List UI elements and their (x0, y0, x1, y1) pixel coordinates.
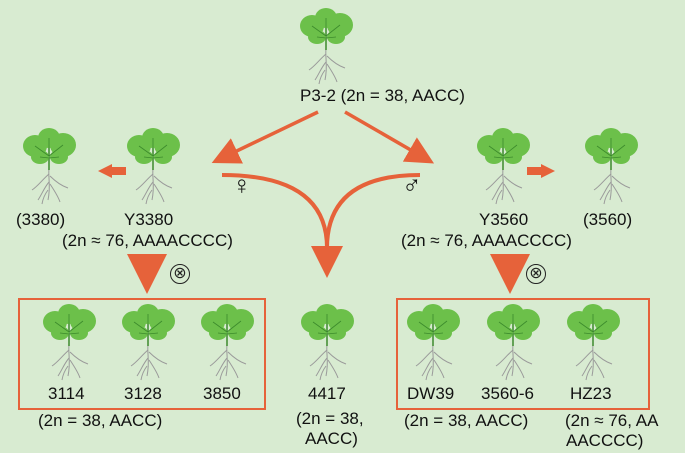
y3380-name: Y3380 (124, 210, 174, 229)
female-symbol: ♀ (232, 170, 252, 200)
plant-icon (38, 302, 102, 382)
plant-icon (472, 126, 536, 206)
arrow-to-y3560 (344, 110, 435, 164)
progeny-label-3114: 3114 (48, 384, 85, 403)
y3560-genome: (2n ≈ 76, AAAACCCC) (401, 231, 572, 250)
plant-icon (482, 302, 546, 382)
plant-icon (562, 302, 626, 382)
progeny-label-3128: 3128 (124, 384, 162, 403)
left-outlier-label: (3380) (16, 210, 66, 229)
parent-label: P3-2 (2n = 38, AACC) (300, 86, 465, 105)
progeny-label-3850: 3850 (203, 384, 241, 403)
arrow-to-3560 (527, 164, 555, 178)
y3560-name: Y3560 (479, 210, 529, 229)
y3380-genome: (2n ≈ 76, AAAACCCC) (62, 231, 233, 250)
cross-merge-arrow (221, 173, 329, 249)
right-outlier-label: (3560) (583, 210, 633, 229)
arrow-to-y3380 (211, 110, 319, 164)
progeny-label-hz23: HZ23 (570, 384, 612, 403)
arrow-to-3380 (98, 164, 126, 178)
selfing-symbol-right: ⊗ (526, 264, 546, 284)
right-progeny-box (396, 298, 650, 410)
plant-icon (295, 6, 359, 86)
plant-icon (122, 126, 186, 206)
right-progeny-genome-left: (2n = 38, AACC) (404, 411, 529, 430)
plant-icon (296, 302, 360, 382)
progeny-label-dw39: DW39 (407, 384, 455, 403)
center-name: 4417 (308, 384, 346, 403)
right-progeny-genome-right-line1: (2n ≈ 76, AA (565, 411, 659, 430)
center-genome-line2: AACC) (305, 429, 358, 448)
male-symbol: ♂ (402, 170, 422, 200)
plant-icon (580, 126, 644, 206)
plant-icon (117, 302, 181, 382)
plant-icon (402, 302, 466, 382)
selfing-symbol-left: ⊗ (170, 264, 190, 284)
left-progeny-box (18, 298, 266, 410)
center-genome-line1: (2n = 38, (296, 409, 364, 428)
plant-icon (18, 126, 82, 206)
cross-merge-arrow-right (325, 173, 421, 249)
left-progeny-genome: (2n = 38, AACC) (38, 411, 163, 430)
right-progeny-genome-right-line2: AACCCC) (566, 431, 644, 450)
progeny-label-3560-6: 3560-6 (481, 384, 534, 403)
plant-icon (196, 302, 260, 382)
